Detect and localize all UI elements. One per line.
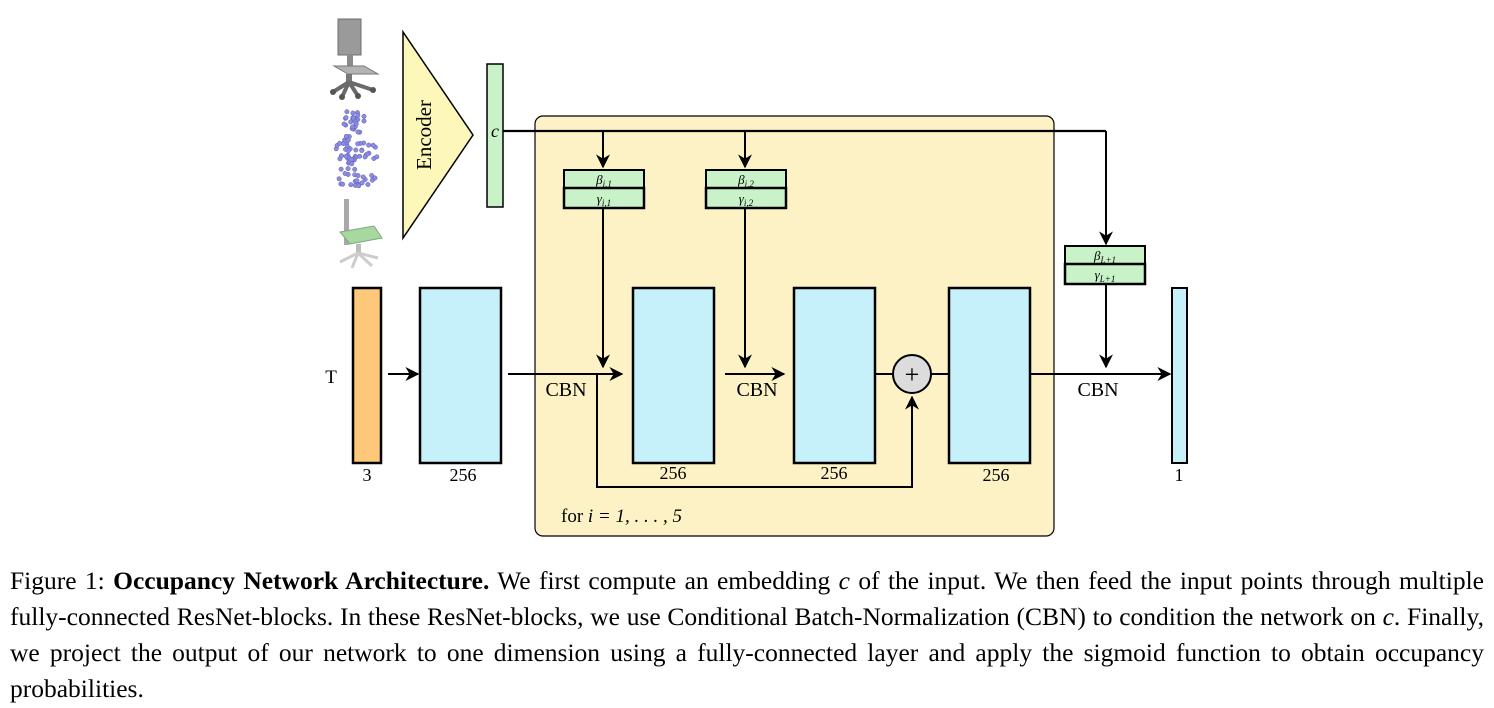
dim-layer-1: 256 (450, 465, 477, 485)
dim-layer-2: 256 (660, 463, 687, 483)
caption-text-3: . Finally, we project the output of our … (10, 602, 1484, 703)
skip-connection (596, 374, 919, 488)
param-box-1 (562, 169, 646, 210)
param-box-3 (1063, 245, 1147, 286)
dim-layer-3: 256 (821, 463, 848, 483)
sum-symbol: + (905, 360, 920, 389)
figure-caption: Figure 1: Occupancy Network Architecture… (10, 563, 1484, 707)
chair-pointcloud-icon (333, 109, 380, 189)
cbn-label-2: CBN (736, 379, 777, 401)
cbn-label-1: CBN (545, 379, 586, 401)
sum-node (892, 354, 932, 394)
dim-layer-4: 256 (983, 465, 1010, 485)
embedding-c (486, 63, 504, 208)
loop-label: for i = 1, . . . , 5 (561, 506, 682, 527)
param-box-2 (704, 169, 788, 210)
dim-input: 3 (363, 465, 372, 485)
input-layer (351, 286, 383, 465)
caption-prefix: Figure 1: (10, 566, 114, 595)
occupancy-network-diagram: Encoder c for i = 1, . . . , 5 βi,1 γi,1… (325, 18, 1188, 537)
cbn-label-3: CBN (1077, 379, 1118, 401)
fc-layer-1 (418, 286, 503, 465)
caption-title: Occupancy Network Architecture. (113, 566, 490, 595)
fc-layer-2 (631, 286, 716, 465)
output-layer (1171, 287, 1188, 464)
caption-var-c: c (1382, 602, 1394, 631)
caption-text-2: of the input. We then feed the input poi… (10, 566, 1484, 631)
embedding-label: c (491, 121, 499, 141)
caption-text-1: We first compute an embedding (489, 566, 839, 595)
encoder-label: Encoder (412, 100, 436, 170)
chair-voxel-icon (339, 199, 383, 269)
fc-layer-4 (947, 286, 1032, 465)
dim-output: 1 (1175, 465, 1184, 485)
caption-var-c: c (838, 566, 850, 595)
encoder-block (402, 29, 474, 241)
fc-layer-3 (792, 286, 877, 465)
chair-mesh-icon (330, 18, 380, 100)
input-label: T (325, 367, 337, 388)
